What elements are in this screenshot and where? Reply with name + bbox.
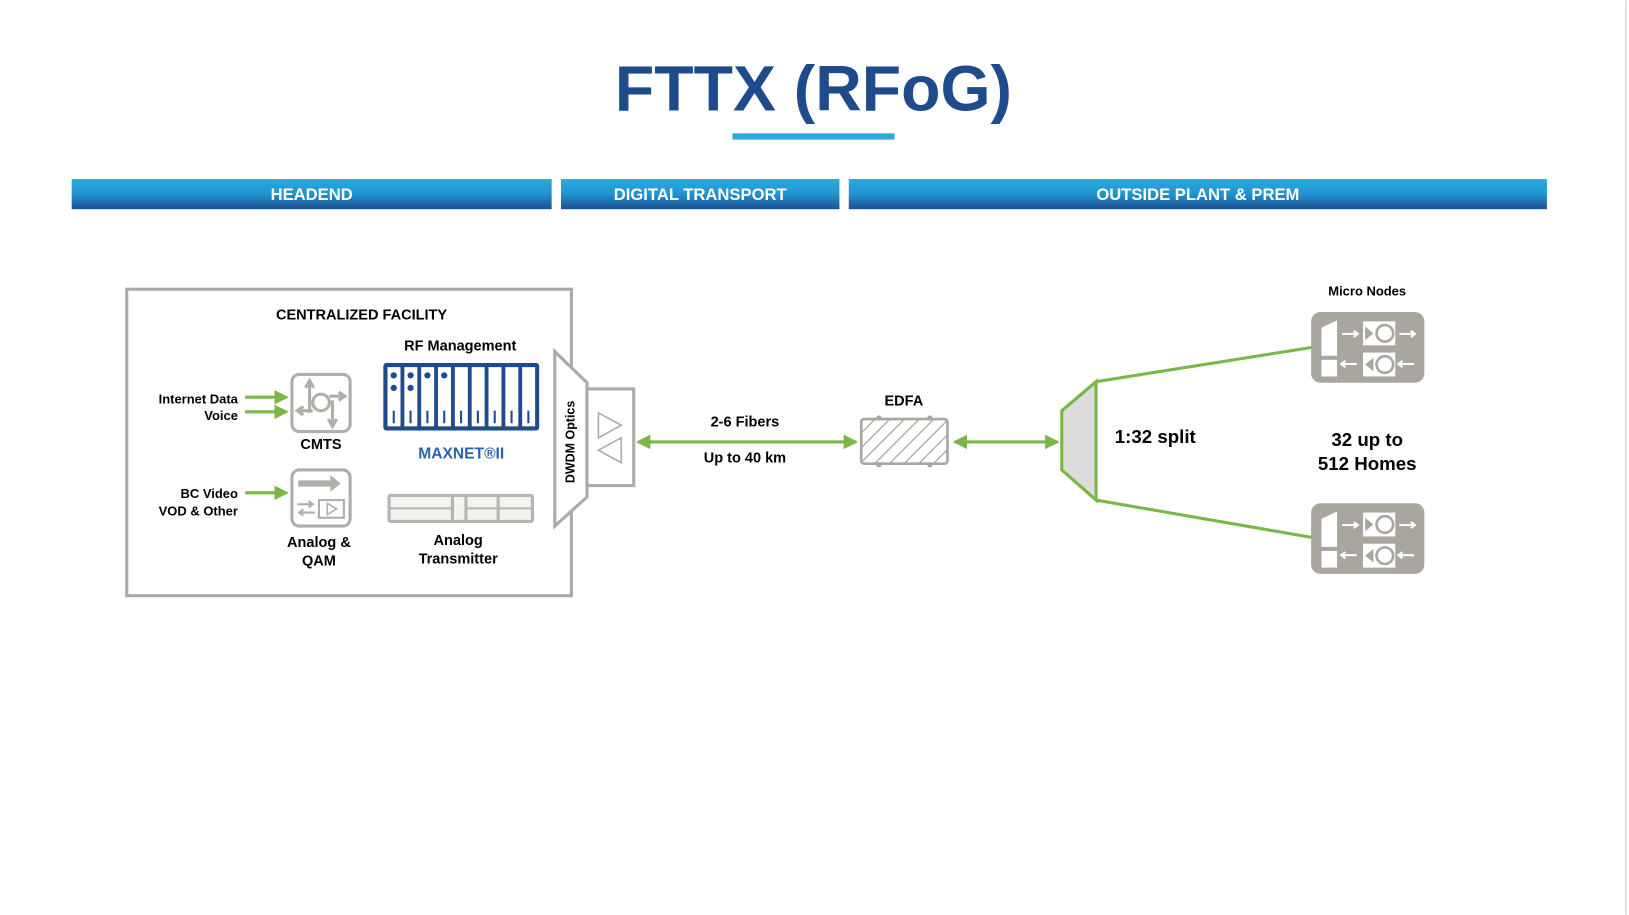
input-voice: Voice [204, 408, 238, 423]
input-vod-other: VOD & Other [159, 504, 238, 519]
section-header-headend: HEADEND [71, 179, 552, 210]
rack-card-slot [488, 367, 502, 427]
rack-card-slot [471, 367, 485, 427]
dwdm-optics-mux [553, 347, 589, 530]
analog-transmitter-label-line2: Transmitter [419, 551, 498, 567]
fiber-drop-upper [1095, 345, 1313, 384]
facility-title: CENTRALIZED FACILITY [276, 307, 447, 323]
analog-qam-label-line1: Analog & [287, 535, 351, 551]
homes-label-line2: 512 Homes [1318, 453, 1417, 474]
rack-card-slot [438, 367, 451, 427]
section-label: DIGITAL TRANSPORT [614, 185, 787, 204]
section-label: HEADEND [271, 185, 353, 204]
cmts-router-icon [290, 372, 352, 434]
dwdm-optics-label: DWDM Optics [564, 401, 578, 483]
page-title: FTTX (RFoG) [615, 53, 1012, 125]
split-ratio-label: 1:32 split [1115, 426, 1196, 447]
fiber-drop-lower [1095, 498, 1313, 540]
section-label: OUTSIDE PLANT & PREM [1096, 185, 1299, 204]
edfa-label: EDFA [884, 394, 923, 410]
cmts-label: CMTS [300, 437, 341, 453]
analog-transmitter-label-line1: Analog [434, 533, 483, 549]
edfa-amplifier-icon [859, 415, 949, 468]
distance-label: Up to 40 km [704, 451, 786, 467]
maxnet-rack-icon [383, 362, 540, 431]
rack-card-slot [404, 367, 418, 427]
input-internet-data: Internet Data [159, 391, 239, 406]
optical-splitter [1060, 378, 1098, 504]
analog-transmitter-icon [387, 493, 534, 523]
rack-card-slot [522, 367, 536, 427]
optical-transceiver-icon [585, 387, 636, 488]
rack-card-slot [387, 367, 401, 427]
analog-qam-label-line2: QAM [302, 554, 336, 570]
rack-card-slot [505, 367, 519, 427]
maxnet-logo: MAXNET®II [418, 446, 504, 463]
micro-nodes-label: Micro Nodes [1328, 283, 1406, 298]
rack-card-slot [454, 367, 468, 427]
rf-management-label: RF Management [404, 338, 516, 354]
micro-node-icon [1311, 312, 1425, 383]
analog-qam-icon [290, 468, 352, 528]
rack-card-slot [421, 367, 435, 427]
section-header-outside-plant: OUTSIDE PLANT & PREM [848, 179, 1547, 210]
micro-node-icon [1311, 503, 1425, 574]
homes-label-line1: 32 up to [1331, 429, 1403, 450]
fibers-label: 2-6 Fibers [711, 414, 780, 430]
section-header-digital-transport: DIGITAL TRANSPORT [561, 179, 840, 210]
title-underline [732, 133, 895, 140]
input-bc-video: BC Video [180, 486, 237, 501]
